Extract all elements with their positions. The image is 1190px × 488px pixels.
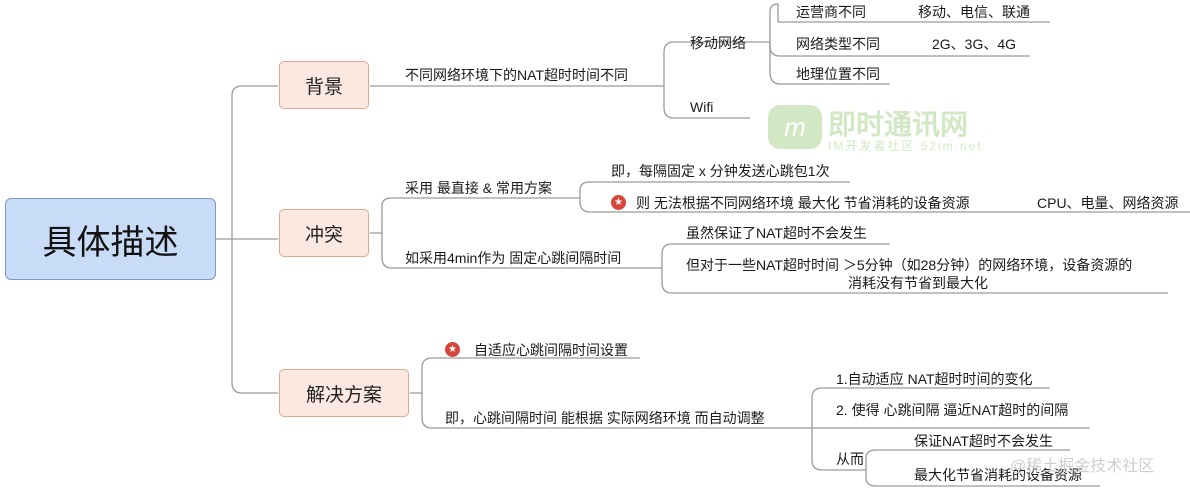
sol-step2[interactable]: 2. 使得 心跳间隔 逼近NAT超时的间隔 <box>836 402 1069 418</box>
priority-star-icon: ★ <box>611 195 626 210</box>
cf-fixed[interactable]: 即，每隔固定 x 分钟发送心跳包1次 <box>611 163 830 179</box>
branch-conflict[interactable]: 冲突 <box>279 209 369 257</box>
cf-problem[interactable]: 则 无法根据不同网络环境 最大化 节省消耗的设备资源 <box>636 195 970 211</box>
bg-net-type[interactable]: 网络类型不同 <box>796 36 880 52</box>
cf-but-line2: 消耗没有节省到最大化 <box>848 275 988 291</box>
bg-wifi[interactable]: Wifi <box>690 99 714 115</box>
bg-location[interactable]: 地理位置不同 <box>796 66 880 82</box>
watermark-logo: m <box>768 105 822 149</box>
branch-background[interactable]: 背景 <box>279 61 369 109</box>
root-node[interactable]: 具体描述 <box>5 198 216 280</box>
sol-result1[interactable]: 保证NAT超时不会发生 <box>914 433 1053 449</box>
cf-fourmin[interactable]: 如采用4min作为 固定心跳间隔时间 <box>405 250 622 266</box>
sol-thus[interactable]: 从而 <box>836 451 864 467</box>
priority-star-icon: ★ <box>445 342 460 357</box>
watermark-title: 即时通讯网 <box>828 109 969 140</box>
credit-watermark: @稀土掘金技术社区 <box>1010 458 1155 475</box>
cf-common[interactable]: 采用 最直接 & 常用方案 <box>405 180 553 196</box>
branch-solution[interactable]: 解决方案 <box>279 369 409 417</box>
sol-detail[interactable]: 即，心跳间隔时间 能根据 实际网络环境 而自动调整 <box>445 410 765 426</box>
cf-but-line1[interactable]: 但对于一些NAT超时时间 ＞5分钟（如28分钟）的网络环境，设备资源的 <box>686 257 1133 273</box>
bg-net-type-values[interactable]: 2G、3G、4G <box>932 36 1017 52</box>
sol-result2[interactable]: 最大化节省消耗的设备资源 <box>914 467 1082 483</box>
sol-step1[interactable]: 1.自动适应 NAT超时时间的变化 <box>836 371 1033 387</box>
bg-carrier-values[interactable]: 移动、电信、联通 <box>918 4 1030 20</box>
bg-main[interactable]: 不同网络环境下的NAT超时时间不同 <box>405 67 628 83</box>
bg-carrier[interactable]: 运营商不同 <box>796 4 866 20</box>
bg-mobile[interactable]: 移动网络 <box>690 35 746 51</box>
sol-adaptive[interactable]: 自适应心跳间隔时间设置 <box>474 342 628 358</box>
cf-resources[interactable]: CPU、电量、网络资源 <box>1037 195 1179 211</box>
watermark-subtitle: IM开发者社区 52im.net <box>828 139 983 153</box>
cf-guarantee[interactable]: 虽然保证了NAT超时不会发生 <box>686 225 867 241</box>
